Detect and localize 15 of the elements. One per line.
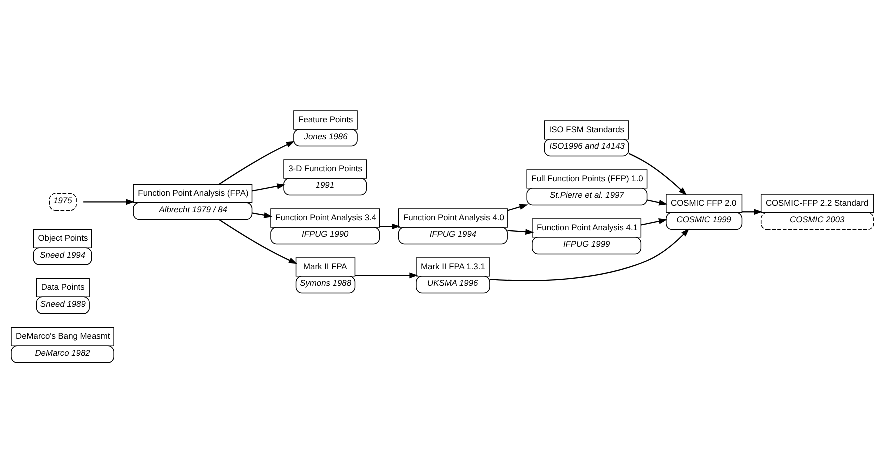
arrow <box>641 218 668 226</box>
arrow <box>219 140 295 184</box>
arrow <box>84 198 135 205</box>
arrow <box>355 272 418 278</box>
arrow <box>742 208 763 215</box>
node-box: 1975 <box>49 192 77 210</box>
arrow <box>508 204 528 211</box>
arrow <box>508 228 534 235</box>
arrow <box>628 152 688 196</box>
arrow <box>252 183 286 192</box>
arrow <box>219 218 298 264</box>
arrow <box>252 212 273 218</box>
arrow <box>646 199 668 206</box>
arrow <box>380 223 400 230</box>
arrow <box>490 228 690 281</box>
